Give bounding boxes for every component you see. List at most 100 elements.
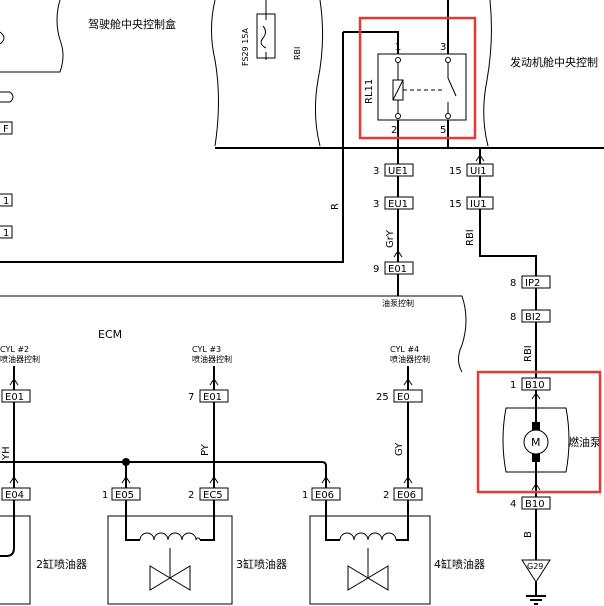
connector-cyl3-e01: E01 7 <box>188 389 229 403</box>
connector-left-e04: E04 <box>1 487 31 501</box>
svg-text:B10: B10 <box>525 380 545 391</box>
fuel-pump-label: 燃油泵 <box>568 435 601 449</box>
left-partial-1a: 1 <box>3 196 9 207</box>
relay-rl11-body <box>377 53 467 121</box>
left-partial-1b: 1 <box>3 228 9 239</box>
injector-3-valve-icon <box>149 565 191 591</box>
wire-py-label: PY <box>200 443 211 456</box>
ground-g29-icon <box>521 559 551 583</box>
fuse-body <box>256 13 276 59</box>
connector-bi2: BI2 8 <box>510 309 551 323</box>
svg-text:E06: E06 <box>397 490 416 501</box>
engine-box-label: 发动机舱中央控制 <box>510 55 598 69</box>
fuel-pump-highlight-frame <box>476 370 602 494</box>
svg-text:8: 8 <box>510 278 516 289</box>
svg-text:E01: E01 <box>388 264 407 275</box>
svg-text:4: 4 <box>510 499 516 510</box>
svg-text:E04: E04 <box>5 490 24 501</box>
svg-text:EC5: EC5 <box>203 490 223 501</box>
relay-pin3: 3 <box>440 42 446 53</box>
svg-text:7: 7 <box>188 392 194 403</box>
svg-text:IP2: IP2 <box>525 278 540 289</box>
injector-3-label: 3缸喷油器 <box>236 557 287 571</box>
injector-supply-rail <box>0 461 327 488</box>
svg-text:15: 15 <box>449 166 462 177</box>
ecm-cyl4: CYL #4 <box>390 345 419 354</box>
motor-symbol: M <box>531 436 541 449</box>
svg-text:8: 8 <box>510 312 516 323</box>
svg-text:3: 3 <box>373 166 379 177</box>
connector-e05: E05 1 <box>102 487 141 501</box>
wire-r <box>0 32 344 263</box>
svg-text:1: 1 <box>302 490 308 501</box>
relay-pin2: 2 <box>391 125 397 136</box>
relay-pin5: 5 <box>440 125 446 136</box>
ecm-cyl2: CYL #2 <box>0 345 29 354</box>
relay-switch-icon <box>447 62 457 114</box>
wire-r-label: R <box>330 203 341 210</box>
connector-left-e01: E01 <box>1 389 31 403</box>
wire-rbi-low-label: RBI <box>523 345 534 362</box>
svg-text:E0: E0 <box>397 392 410 403</box>
wire-rbi-mid-label: RBI <box>465 229 476 246</box>
fuse-element-icon <box>260 0 267 60</box>
connector-eu1: EU1 3 <box>373 196 414 210</box>
left-partial-connectors: F 1 1 <box>0 91 14 239</box>
svg-text:1: 1 <box>510 380 516 391</box>
injector-4: 4缸喷油器 <box>309 500 485 605</box>
svg-text:9: 9 <box>373 264 379 275</box>
ecm-cyl3: CYL #3 <box>192 345 221 354</box>
wire-gy-label: GY <box>394 442 405 456</box>
connector-ec5: EC5 2 <box>188 487 229 501</box>
connector-b10-bottom: B10 4 <box>510 496 551 510</box>
svg-text:E06: E06 <box>315 490 334 501</box>
svg-text:2: 2 <box>383 490 389 501</box>
wire-gry-label: GrY <box>385 229 396 248</box>
motor-icon <box>523 429 549 455</box>
svg-text:B10: B10 <box>525 499 545 510</box>
connector-ip2: IP2 8 <box>510 275 551 289</box>
fuse-wire-label: RBI <box>293 47 302 60</box>
svg-text:UI1: UI1 <box>470 166 487 177</box>
connector-e01-pump: E01 9 <box>373 261 414 275</box>
cab-box-partial-component <box>0 31 5 45</box>
ecm-pump-control: 油泵控制 <box>382 298 414 308</box>
fuse-box-right-edge <box>314 0 324 147</box>
ecm-cyl3-ctrl: 喷油器控制 <box>192 354 232 364</box>
svg-text:E01: E01 <box>5 392 24 403</box>
injector-3-coil-icon <box>139 532 201 541</box>
ecm-outline <box>0 295 467 373</box>
connector-e06b: E06 2 <box>383 487 423 501</box>
injector-2-label: 2缸喷油器 <box>36 557 87 571</box>
svg-text:1: 1 <box>102 490 108 501</box>
svg-text:EU1: EU1 <box>388 199 408 210</box>
connector-b10-top: B10 1 <box>510 377 551 391</box>
injector-2: 2缸喷油器 <box>0 500 87 605</box>
svg-text:UE1: UE1 <box>388 166 408 177</box>
relay-highlight-frame <box>358 16 477 140</box>
ecm-cyl2-ctrl: 喷油器控制 <box>0 354 40 364</box>
wire-b-label: B <box>523 531 534 538</box>
ground-g29-label: G29 <box>527 562 543 571</box>
relay-output-wires <box>397 120 449 148</box>
svg-text:15: 15 <box>449 199 462 210</box>
connector-ue1: UE1 3 <box>373 163 414 177</box>
wire-rbi-mid <box>479 209 537 276</box>
ecm-label: ECM <box>98 328 122 341</box>
cab-box-label: 驾驶舱中央控制盒 <box>88 17 176 31</box>
connector-e06a: E06 1 <box>302 487 341 501</box>
left-partial-f: F <box>3 124 9 135</box>
injector-4-coil-icon <box>339 532 397 541</box>
svg-text:25: 25 <box>376 392 389 403</box>
injector-4-valve-icon <box>347 565 389 591</box>
fuel-pump-body <box>502 407 570 473</box>
fuse-box-left-edge <box>211 0 219 147</box>
wire-yh-label: YH <box>1 446 12 461</box>
injector-4-label: 4缸喷油器 <box>434 557 485 571</box>
cab-box-outline <box>0 0 64 73</box>
svg-text:E05: E05 <box>115 490 134 501</box>
connector-ui1: UI1 15 <box>449 163 494 177</box>
ecm-cyl4-ctrl: 喷油器控制 <box>390 354 430 364</box>
engine-box-edge <box>483 0 492 147</box>
